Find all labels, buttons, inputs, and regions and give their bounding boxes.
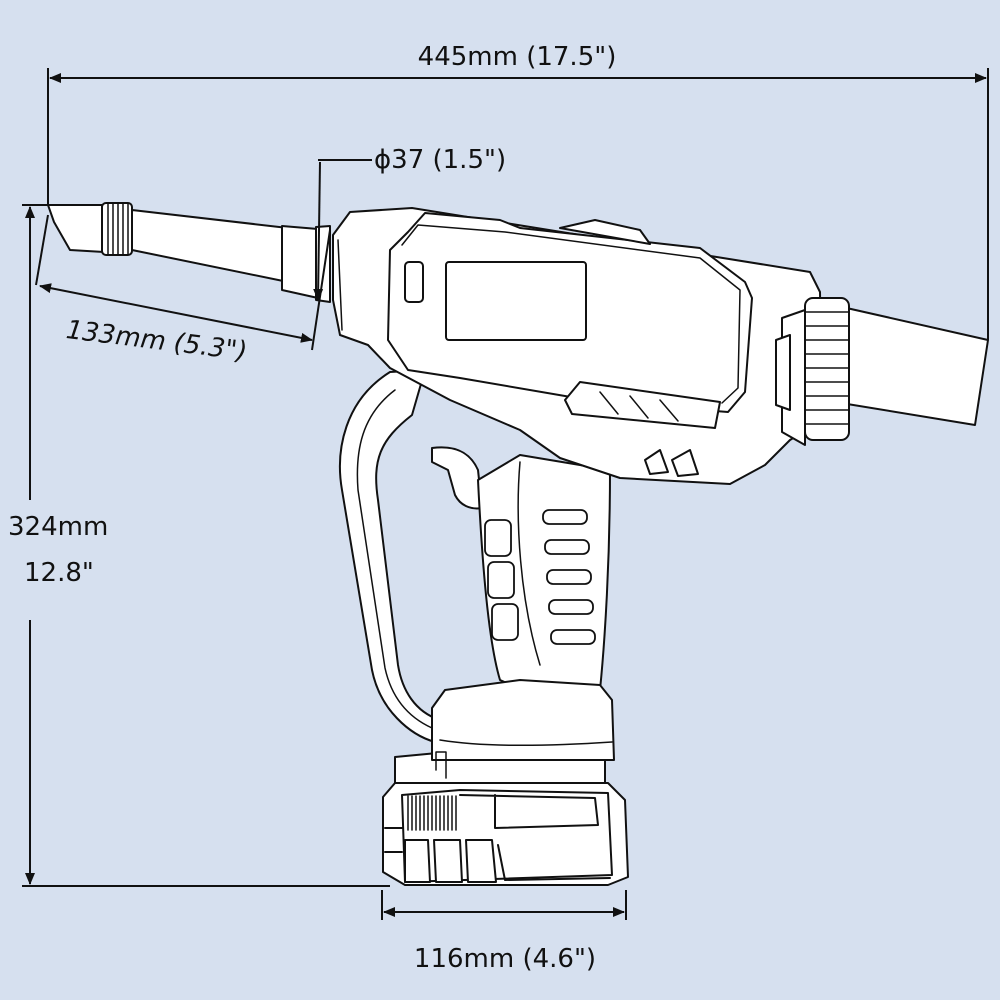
battery-mount [431,679,615,761]
side-button [404,261,424,303]
height-imperial-label: 12.8" [24,558,94,588]
nose-length-dimension-line [39,283,313,343]
label-window [445,261,587,341]
battery-width-label: 116mm (4.6") [413,944,597,974]
trigger [431,446,483,510]
rivet-tool [47,202,989,886]
top-ridge [559,219,651,245]
overall-length-label: 445mm (17.5") [417,42,617,72]
vent-slots [564,381,721,477]
height-metric-label: 324mm [8,512,109,542]
nose-diameter-label: ϕ37 (1.5") [374,145,507,175]
dimension-lines [22,68,989,920]
battery-pack [382,751,629,886]
nose-piece [47,202,331,303]
adjustment-collar [775,297,850,446]
diameter-dimension-line [313,161,324,301]
grip-ribs [484,509,596,645]
